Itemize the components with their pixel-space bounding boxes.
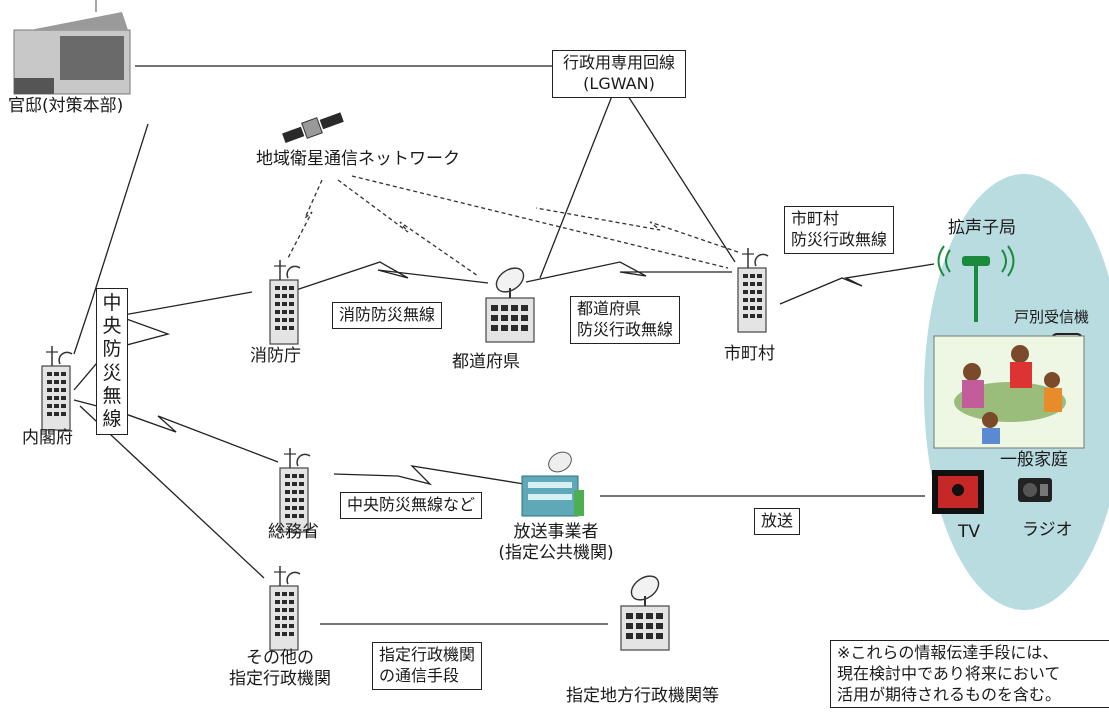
household-scene-icon [933,335,1085,449]
chuo-char: 災 [102,361,122,384]
radio-label: ラジオ [1022,520,1073,540]
shichoson-radio-line2: 防災行政無線 [791,229,888,249]
broadcaster-label: 放送事業者 (指定公共機関) [486,522,626,565]
somusho-label: 総務省 [268,522,319,542]
todofuken-radio-line1: 都道府県 [577,299,642,318]
satellite-label: 地域衛星通信ネットワーク [256,149,460,169]
receiver-label: 戸別受信機 [1014,308,1090,326]
note-line1: ※これらの情報伝達手段には、 [837,643,1059,662]
chuo-char: 央 [102,315,122,338]
chuo-char: 無 [102,384,122,407]
naikakufu-label: 内閣府 [22,428,73,448]
lgwan-line1: 行政用専用回線 [562,53,675,72]
naikakufu-building-icon [41,345,73,431]
somusho-building-icon [279,447,311,533]
kantei-building-icon [13,0,131,95]
todofuken-label: 都道府県 [452,352,520,372]
kantei-label: 官邸(対策本部) [8,96,124,116]
shobocho-label: 消防庁 [250,346,301,366]
sonota-label: その他の 指定行政機関 [214,648,346,691]
chuo-bosai-vertical-box: 中 央 防 災 無 線 [96,288,128,436]
lgwan-box: 行政用専用回線 (LGWAN) [552,50,686,98]
lgwan-line2: (LGWAN) [583,73,655,93]
tv-icon [932,470,984,514]
chuo-char: 防 [102,338,122,361]
shitei-line1: 指定行政機関 [379,645,476,664]
shobocho-building-icon [269,259,301,345]
satellite-icon [282,112,344,143]
shitei-line2: の通信手段 [379,665,460,685]
hoso-box: 放送 [754,508,801,535]
shichoson-building-icon [737,247,769,333]
todofuken-radio-box: 都道府県 防災行政無線 [570,296,681,344]
broadcaster-line2: (指定公共機関) [498,543,614,564]
shitei-box: 指定行政機関 の通信手段 [372,642,483,690]
household-label: 一般家庭 [1000,450,1068,470]
note-line3: 活用が期待されるものを含む。 [837,684,1062,704]
todofuken-radio-line2: 防災行政無線 [577,319,674,339]
chiho-dish-icon [620,570,670,651]
satellite-lines [287,175,739,277]
broadcaster-building-icon [521,451,584,517]
shichoson-label: 市町村 [724,344,775,364]
shichoson-radio-box: 市町村 防災行政無線 [784,206,895,254]
note-line2: 現在検討中であり将来において [837,663,1061,683]
chiho-label: 指定地方行政機関等 [566,686,719,706]
shobo-bosai-box: 消防防災無線 [332,302,443,329]
todofuken-dish-icon [485,262,535,343]
sonota-line2: 指定行政機関 [229,669,331,690]
sonota-line1: その他の [246,648,314,668]
shichoson-radio-line1: 市町村 [791,209,840,228]
loudspeaker-label: 拡声子局 [948,218,1016,238]
radio-icon [1018,478,1052,502]
sonota-building-icon [269,565,301,651]
broadcaster-line1: 放送事業者 [513,522,599,542]
chuo-char: 中 [102,292,122,314]
chuo-char: 線 [102,407,122,430]
note-box: ※これらの情報伝達手段には、 現在検討中であり将来において 活用が期待されるもの… [830,640,1109,709]
loudspeaker-icon [937,245,1015,322]
connection-lines [73,65,935,625]
tv-label: TV [958,522,981,542]
chuo-nado-box: 中央防災無線など [340,492,483,519]
